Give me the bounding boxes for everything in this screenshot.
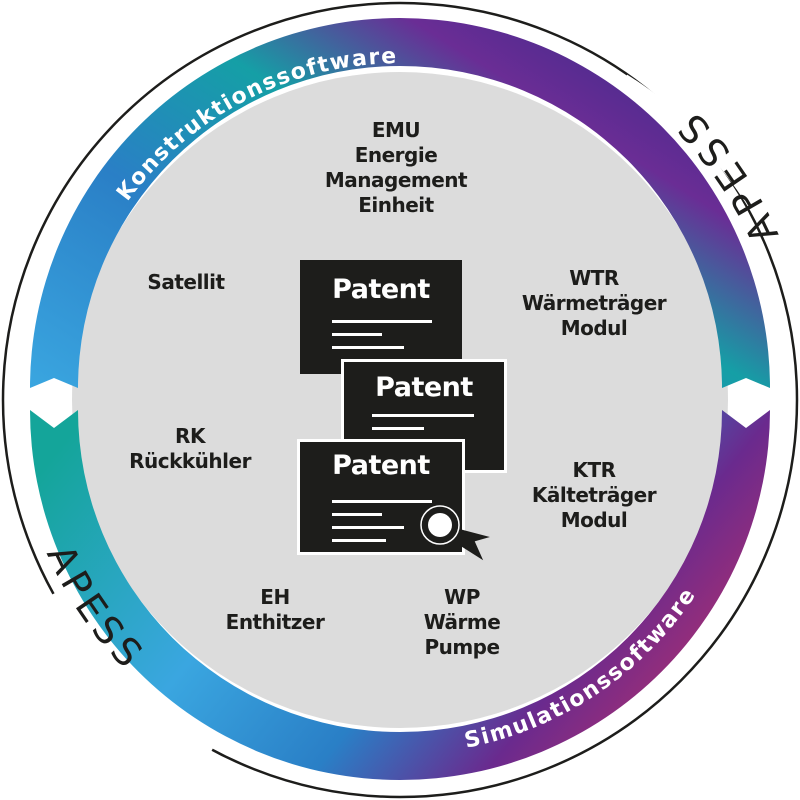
patent-title: Patent <box>332 450 430 481</box>
component-satellit-line: Satellit <box>147 270 225 294</box>
document-line <box>332 500 432 503</box>
component-ktr-line: Kälteträger <box>531 483 657 507</box>
component-emu-line: Einheit <box>358 193 434 217</box>
component-wtr: WTR Wärmeträger Modul <box>521 266 667 341</box>
document-line <box>332 513 382 516</box>
component-rk-line: RK <box>175 424 205 448</box>
component-eh-line: Enthitzer <box>225 610 325 634</box>
component-wp: WP Wärme Pumpe <box>424 585 501 660</box>
simulation-software-arc <box>30 410 770 780</box>
component-emu-line: Energie <box>354 143 438 167</box>
component-emu-line: EMU <box>371 118 421 142</box>
patent-title: Patent <box>375 372 473 403</box>
component-ktr-line: Modul <box>560 508 628 532</box>
patent-certificate-3: Patent <box>297 439 465 555</box>
component-eh-line: EH <box>260 585 290 609</box>
component-rk-line: Rückkühler <box>129 449 251 473</box>
component-wp-line: Wärme <box>423 610 501 634</box>
component-eh: EH Enthitzer <box>226 585 325 635</box>
apess-gap-bottom-left <box>51 591 214 754</box>
patent-title: Patent <box>332 274 430 305</box>
document-line <box>332 333 382 336</box>
document-icon <box>372 414 474 417</box>
component-wp-line: WP <box>444 585 480 609</box>
document-line <box>332 539 386 542</box>
component-emu-line: Management <box>324 168 468 192</box>
component-ktr: KTR Kälteträger Modul <box>531 458 657 533</box>
patent-certificate-1: Patent <box>300 260 462 374</box>
component-wtr-line: Wärmeträger <box>521 291 667 315</box>
document-line <box>372 427 424 430</box>
component-rk: RK Rückkühler <box>129 424 251 474</box>
document-icon <box>332 320 432 323</box>
component-wtr-line: Modul <box>560 316 628 340</box>
certificate-seal-icon <box>420 505 490 561</box>
component-wp-line: Pumpe <box>424 635 500 659</box>
apess-gap-top-right <box>622 74 774 240</box>
component-satellit: Satellit <box>147 270 225 295</box>
construction-software-arc <box>30 18 770 388</box>
document-line <box>332 346 404 349</box>
component-ktr-line: KTR <box>572 458 616 482</box>
document-line <box>332 526 404 529</box>
component-wtr-line: WTR <box>569 266 619 290</box>
component-emu: EMU Energie Management Einheit <box>324 118 468 218</box>
